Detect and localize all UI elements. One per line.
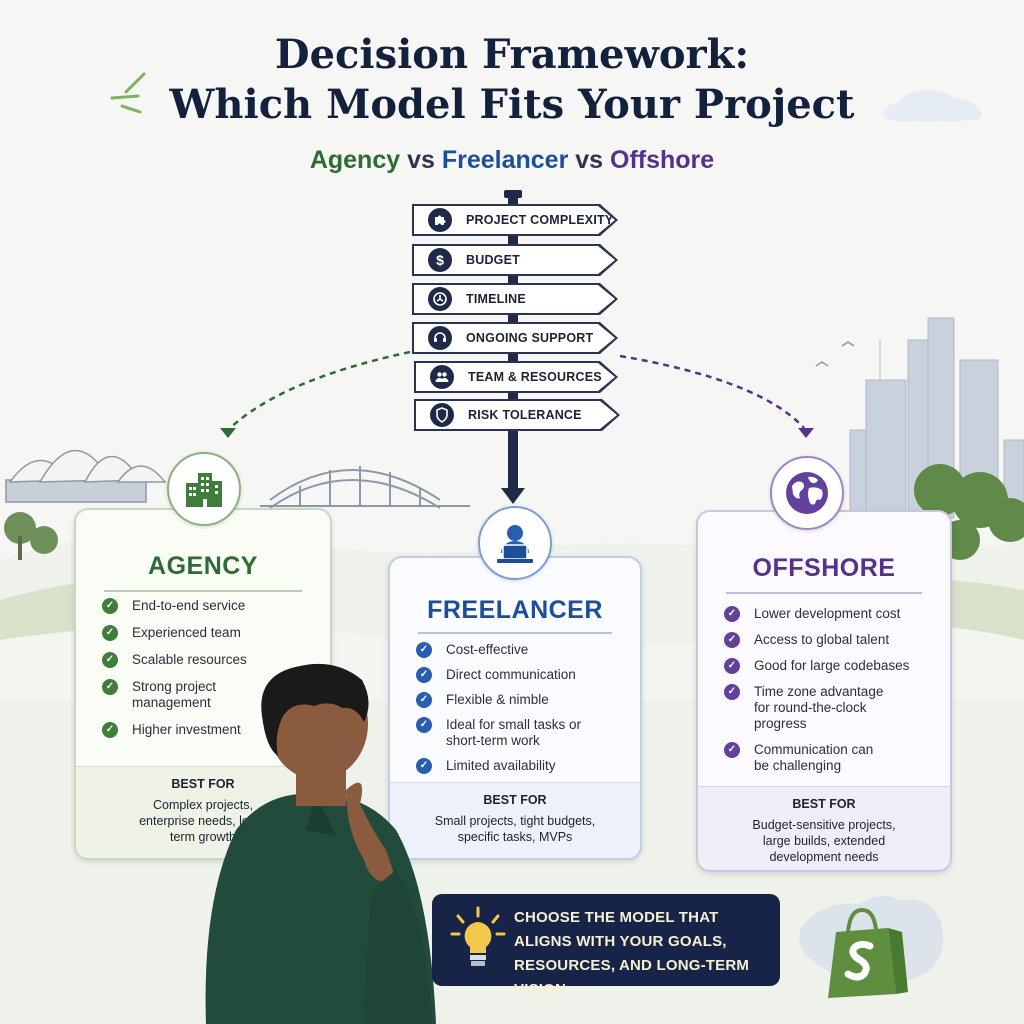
- birds: [815, 341, 855, 367]
- sign-risk-tolerance: RISK TOLERANCE: [414, 399, 620, 431]
- freelancer-best-for: BEST FOR Small projects, tight budgets, …: [390, 782, 640, 858]
- check-icon: ✓: [102, 652, 118, 668]
- lightbulb-icon: [450, 906, 506, 966]
- subtitle-agency: Agency: [309, 146, 401, 174]
- check-icon: ✓: [724, 658, 740, 674]
- subtitle-vs-1: vs: [400, 146, 442, 174]
- subtitle-freelancer: Freelancer: [441, 146, 569, 174]
- offshore-best-for: BEST FOR Budget-sensitive projects, larg…: [698, 786, 950, 870]
- list-item: ✓Access to global talent: [724, 632, 940, 648]
- list-item: ✓Flexible & nimble: [416, 692, 630, 708]
- list-item: ✓Limited availability: [416, 758, 630, 774]
- freelancer-title: FREELANCER: [427, 596, 603, 624]
- laptop-user-icon: [478, 506, 552, 580]
- check-icon: ✓: [416, 642, 432, 658]
- shopify-bag-icon: [828, 907, 908, 998]
- agency-connector: [227, 350, 411, 431]
- globe-icon: [770, 456, 844, 530]
- offshore-connector: [619, 354, 805, 429]
- check-icon: ✓: [102, 679, 118, 695]
- subtitle-vs-2: vs: [568, 146, 610, 174]
- list-item: ✓Higher investment: [102, 722, 320, 738]
- list-item: ✓Lower development cost: [724, 606, 940, 622]
- check-icon: ✓: [724, 606, 740, 622]
- check-icon: ✓: [102, 722, 118, 738]
- list-item: ✓Ideal for small tasks or short-term wor…: [416, 717, 630, 749]
- trees-left: [4, 512, 58, 560]
- callout-text: CHOOSE THE MODEL THAT ALIGNS WITH YOUR G…: [514, 909, 750, 998]
- building-icon: [167, 452, 241, 526]
- sign-label: TIMELINE: [466, 292, 526, 306]
- sign-label: PROJECT COMPLEXITY: [466, 213, 614, 227]
- sparkle-lines: [110, 72, 146, 114]
- list-item: ✓Good for large codebases: [724, 658, 940, 674]
- sign-team-resources: TEAM & RESOURCES: [414, 361, 618, 393]
- best-for-text: Small projects, tight budgets, specific …: [434, 814, 596, 844]
- freelancer-feature-list: ✓Cost-effective ✓Direct communication ✓F…: [416, 642, 630, 783]
- sign-label: ONGOING SUPPORT: [466, 331, 594, 345]
- title-line-2: Which Model Fits Your Project: [169, 81, 855, 128]
- list-item: ✓End-to-end service: [102, 598, 320, 614]
- check-icon: ✓: [416, 692, 432, 708]
- callout-banner: CHOOSE THE MODEL THAT ALIGNS WITH YOUR G…: [432, 894, 780, 998]
- offshore-feature-list: ✓Lower development cost ✓Access to globa…: [724, 606, 940, 784]
- cloud-icon: [884, 90, 982, 122]
- sign-label: TEAM & RESOURCES: [468, 370, 602, 384]
- offshore-title: OFFSHORE: [752, 554, 896, 582]
- best-for-label: BEST FOR: [171, 777, 235, 791]
- signpost-down-arrow: [501, 488, 525, 504]
- subtitle-offshore: Offshore: [610, 146, 715, 174]
- thinking-person-illustration: [205, 663, 436, 1024]
- freelancer-card: FREELANCER ✓Cost-effective ✓Direct commu…: [388, 556, 642, 860]
- sign-project-complexity: PROJECT COMPLEXITY: [412, 204, 618, 236]
- title-line-1: Decision Framework:: [274, 31, 750, 78]
- check-icon: ✓: [724, 742, 740, 758]
- check-icon: ✓: [724, 684, 740, 700]
- sign-ongoing-support: ONGOING SUPPORT: [412, 322, 618, 354]
- best-for-label: BEST FOR: [483, 793, 547, 807]
- agency-divider: [104, 590, 302, 592]
- dollar-icon: $: [428, 248, 452, 272]
- best-for-text: Complex projects, enterprise needs, long…: [139, 798, 267, 844]
- list-item: ✓Experienced team: [102, 625, 320, 641]
- agency-connector-arrowhead: [220, 428, 236, 438]
- offshore-divider: [726, 592, 922, 594]
- puzzle-icon: [428, 208, 452, 232]
- shield-icon: [430, 403, 454, 427]
- sign-label: RISK TOLERANCE: [468, 408, 582, 422]
- agency-title: AGENCY: [148, 552, 258, 580]
- page-subtitle: Agency vs Freelancer vs Offshore: [0, 146, 1024, 175]
- best-for-text: Budget-sensitive projects, large builds,…: [752, 818, 896, 864]
- offshore-connector-arrowhead: [798, 428, 814, 438]
- check-icon: ✓: [724, 632, 740, 648]
- clock-icon: [428, 287, 452, 311]
- list-item: ✓Time zone advantage for round-the-clock…: [724, 684, 940, 732]
- sign-timeline: TIMELINE: [412, 283, 618, 315]
- list-item: ✓Scalable resources: [102, 652, 320, 668]
- check-icon: ✓: [102, 625, 118, 641]
- signpost-pole-cap: [504, 190, 522, 198]
- freelancer-divider: [418, 632, 612, 634]
- sign-label: BUDGET: [466, 253, 520, 267]
- harbour-bridge-illustration: [260, 466, 470, 509]
- check-icon: ✓: [416, 758, 432, 774]
- agency-feature-list: ✓End-to-end service ✓Experienced team ✓S…: [102, 598, 320, 749]
- check-icon: ✓: [102, 598, 118, 614]
- headset-icon: [428, 326, 452, 350]
- offshore-card: OFFSHORE ✓Lower development cost ✓Access…: [696, 510, 952, 872]
- sign-budget: $ BUDGET: [412, 244, 618, 276]
- team-icon: [430, 365, 454, 389]
- check-icon: ✓: [416, 667, 432, 683]
- list-item: ✓Strong project management: [102, 679, 320, 711]
- page-title: Decision Framework: Which Model Fits You…: [0, 30, 1024, 130]
- list-item: ✓Communication can be challenging: [724, 742, 940, 774]
- opera-house-illustration: [5, 449, 167, 503]
- list-item: ✓Direct communication: [416, 667, 630, 683]
- best-for-label: BEST FOR: [792, 797, 856, 811]
- check-icon: ✓: [416, 717, 432, 733]
- list-item: ✓Cost-effective: [416, 642, 630, 658]
